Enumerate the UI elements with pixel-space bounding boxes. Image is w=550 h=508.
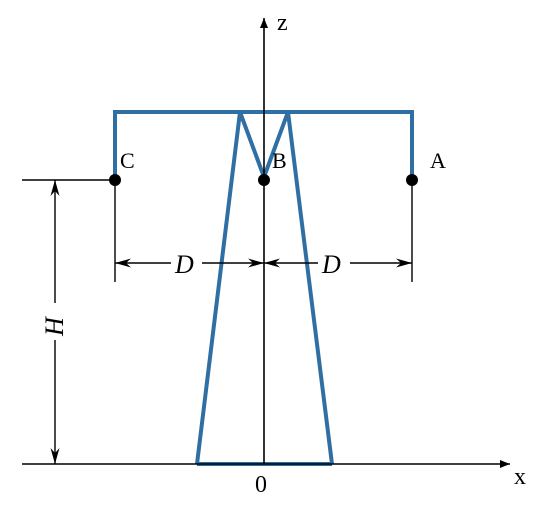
point-b-marker bbox=[258, 174, 270, 186]
dimension-h: H bbox=[40, 180, 69, 464]
dimension-d-right-label: D bbox=[321, 250, 341, 279]
point-a-marker bbox=[406, 174, 418, 186]
tower-left-leg bbox=[195, 111, 266, 465]
point-a-label: A bbox=[430, 148, 446, 173]
origin-label: 0 bbox=[255, 472, 267, 498]
point-c-marker bbox=[109, 174, 121, 186]
point-b-label: B bbox=[272, 148, 287, 173]
point-c-label: C bbox=[120, 148, 135, 173]
tower-right-leg bbox=[262, 111, 334, 465]
dimension-d-left-label: D bbox=[174, 250, 194, 279]
x-axis-label: x bbox=[514, 464, 526, 490]
dimension-d-left: D bbox=[115, 250, 264, 279]
dimension-d-right: D bbox=[264, 250, 412, 279]
dimension-h-label: H bbox=[40, 316, 69, 337]
z-axis-label: z bbox=[277, 10, 288, 36]
